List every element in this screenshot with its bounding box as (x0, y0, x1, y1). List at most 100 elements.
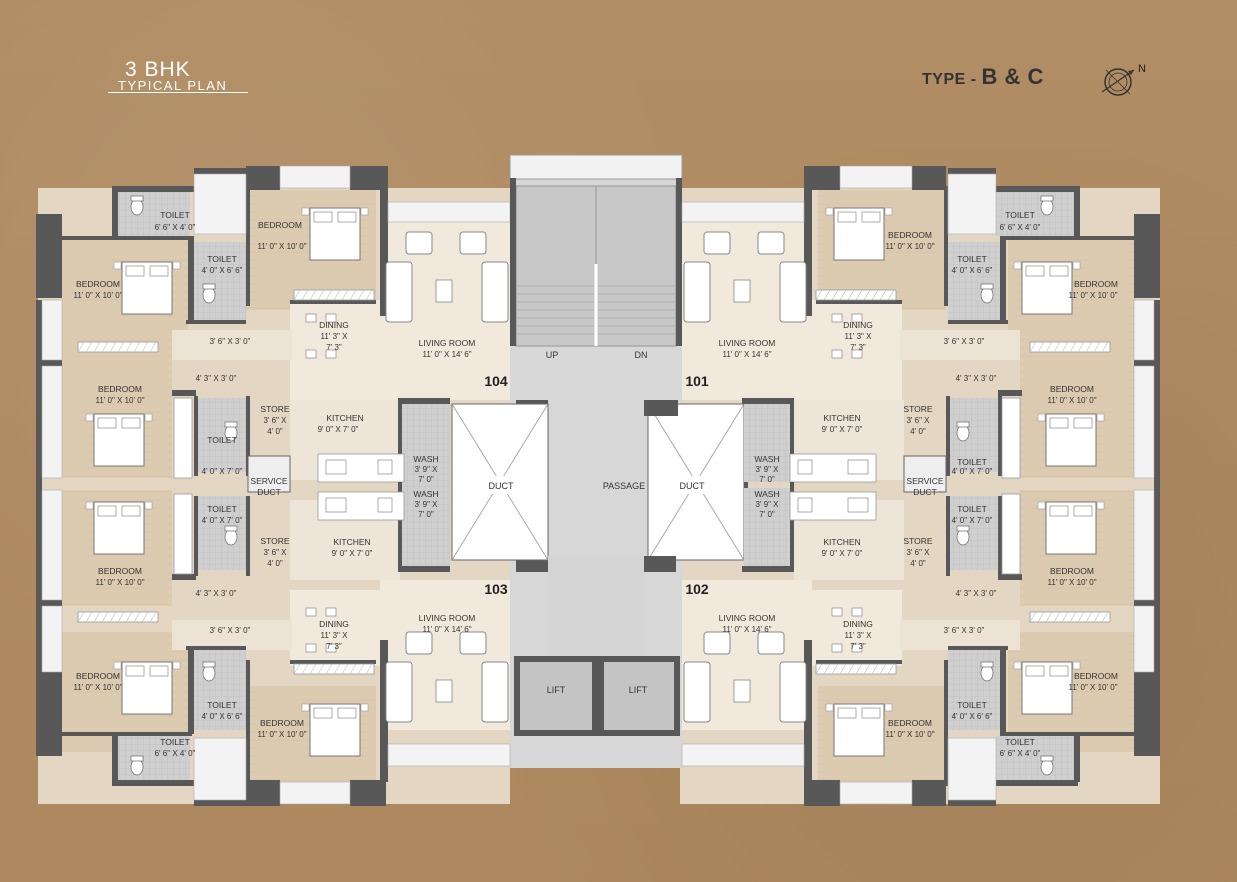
passage-dim: 3' 6" X 3' 0" (210, 626, 251, 635)
dining-label: DINING (843, 619, 873, 629)
toilet-label: TOILET (160, 737, 190, 747)
toilet-label: TOILET (207, 700, 237, 710)
wash-dim: 3' 9" X (755, 465, 779, 474)
toilet-dim: 6' 6" X 4' 0" (1000, 223, 1041, 232)
unit-number-102: 102 (685, 581, 709, 597)
passage-dim: 3' 6" X 3' 0" (944, 626, 985, 635)
store-label: STORE (903, 404, 932, 414)
type-prefix: TYPE - (922, 71, 977, 88)
wash-label: WASH (754, 454, 779, 464)
toilet-dim: 4' 0" X 6' 6" (952, 266, 993, 275)
stair-down-label: DN (635, 350, 648, 360)
dining-dim: 7' 3" (850, 343, 866, 352)
toilet-dim: 4' 0" X 7' 0" (952, 467, 993, 476)
bedroom-dim: 11' 0" X 10' 0" (1068, 291, 1117, 300)
toilet-label: TOILET (957, 504, 987, 514)
store-dim: 3' 6" X (263, 416, 287, 425)
north-label: N (1138, 63, 1146, 75)
store-dim: 4' 0" (267, 559, 283, 568)
dining-dim: 7' 3" (850, 642, 866, 651)
bedroom-dim: 11' 0" X 10' 0" (1068, 683, 1117, 692)
bedroom-dim: 11' 0" X 10' 0" (95, 578, 144, 587)
wash-label: WASH (413, 489, 438, 499)
passage-dim: 4' 3" X 3' 0" (196, 374, 237, 383)
bedroom-label: BEDROOM (888, 230, 932, 240)
bedroom-label: BEDROOM (258, 220, 302, 230)
bedroom-label: BEDROOM (98, 566, 142, 576)
wash-dim: 7' 0" (418, 510, 434, 519)
bedroom-label: BEDROOM (76, 279, 120, 289)
toilet-dim: 4' 0" X 7' 0" (952, 516, 993, 525)
bedroom-dim: 11' 0" X 10' 0" (885, 730, 934, 739)
service-duct-label: SERVICE (250, 476, 287, 486)
dining-dim: 11' 3" X (321, 631, 349, 640)
dining-dim: 11' 3" X (321, 332, 349, 341)
living-dim: 11' 0" X 14' 6" (422, 350, 471, 359)
unit-number-104: 104 (484, 373, 508, 389)
passage-dim: 3' 6" X 3' 0" (944, 337, 985, 346)
dining-dim: 11' 3" X (845, 631, 873, 640)
bedroom-label: BEDROOM (1050, 384, 1094, 394)
kitchen-dim: 9' 0" X 7' 0" (332, 549, 373, 558)
dining-label: DINING (843, 320, 873, 330)
bedroom-label: BEDROOM (98, 384, 142, 394)
bedroom-label: BEDROOM (1074, 671, 1118, 681)
toilet-label: TOILET (957, 254, 987, 264)
passage-dim: 4' 3" X 3' 0" (196, 589, 237, 598)
unit-101: TOILET 6' 6" X 4' 0" BEDROOM 11' 0" X 10… (681, 165, 1160, 488)
passage-dim: 4' 3" X 3' 0" (956, 589, 997, 598)
dining-dim: 7' 3" (326, 343, 342, 352)
unit-103: TOILET 4' 0" X 7' 0" BEDROOM 11' 0" X 10… (36, 482, 548, 806)
duct-label: DUCT (680, 481, 705, 491)
kitchen-label: KITCHEN (823, 537, 860, 547)
store-dim: 3' 6" X (263, 548, 287, 557)
wash-dim: 3' 9" X (755, 500, 779, 509)
dining-dim: 11' 3" X (845, 332, 873, 341)
kitchen-label: KITCHEN (823, 413, 860, 423)
type-value: B & C (981, 64, 1044, 89)
compass-icon: N (1101, 63, 1146, 96)
bedroom-label: BEDROOM (1074, 279, 1118, 289)
toilet-dim: 4' 0" X 6' 6" (202, 712, 243, 721)
passage-dim: 3' 6" X 3' 0" (210, 337, 251, 346)
toilet-label: TOILET (1005, 737, 1035, 747)
wash-label: WASH (754, 489, 779, 499)
bedroom-dim: 11' 0" X 10' 0" (257, 242, 306, 251)
store-label: STORE (903, 536, 932, 546)
toilet-label: TOILET (1005, 210, 1035, 220)
dining-dim: 7' 3" (326, 642, 342, 651)
type-label: TYPE - B & C (922, 64, 1044, 90)
store-dim: 4' 0" (267, 427, 283, 436)
toilet-label: TOILET (160, 210, 190, 220)
bedroom-dim: 11' 0" X 10' 0" (257, 730, 306, 739)
toilet-label: TOILET (207, 504, 237, 514)
service-duct-label: SERVICE (906, 476, 943, 486)
toilet-label: TOILET (957, 457, 987, 467)
toilet-label: TOILET (957, 700, 987, 710)
living-dim: 11' 0" X 14' 6" (722, 625, 771, 634)
living-dim: 11' 0" X 14' 6" (422, 625, 471, 634)
service-duct-left: SERVICE DUCT (247, 455, 291, 497)
title-underline (108, 92, 248, 93)
living-label: LIVING ROOM (419, 338, 476, 348)
toilet-dim: 4' 0" X 6' 6" (952, 712, 993, 721)
living-dim: 11' 0" X 14' 6" (722, 350, 771, 359)
living-label: LIVING ROOM (719, 613, 776, 623)
toilet-dim: 4' 0" X 6' 6" (202, 266, 243, 275)
bedroom-label: BEDROOM (888, 718, 932, 728)
toilet-dim: 6' 6" X 4' 0" (155, 749, 196, 758)
living-label: LIVING ROOM (719, 338, 776, 348)
bedroom-label: BEDROOM (260, 718, 304, 728)
store-label: STORE (260, 404, 289, 414)
kitchen-label: KITCHEN (333, 537, 370, 547)
wash-dim: 3' 9" X (414, 500, 438, 509)
toilet-label: TOILET (207, 435, 237, 445)
store-label: STORE (260, 536, 289, 546)
duct-label: DUCT (489, 481, 514, 491)
store-dim: 3' 6" X (906, 548, 930, 557)
lift-label: LIFT (629, 685, 648, 695)
unit-number-103: 103 (484, 581, 508, 597)
kitchen-dim: 9' 0" X 7' 0" (318, 425, 359, 434)
lift-label: LIFT (547, 685, 566, 695)
